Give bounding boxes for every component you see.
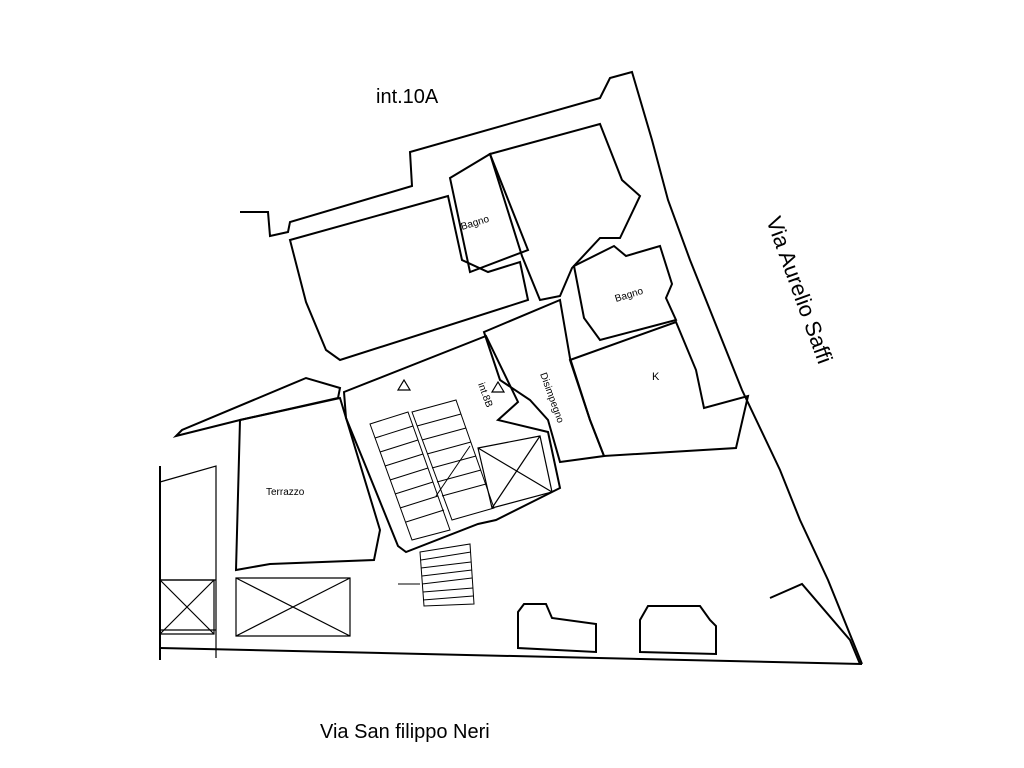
terrace-area [234, 396, 382, 572]
label-int-10a: int.10A [376, 86, 439, 108]
front-bays [517, 582, 861, 665]
label-terrazzo: Terrazzo [266, 487, 305, 498]
terrace [234, 396, 382, 572]
upper-rooms [288, 122, 750, 464]
void-left [235, 577, 351, 637]
disimpegno-room [482, 298, 606, 464]
label-bagno-upper: Bagno [460, 214, 491, 233]
label-disimpegno: Disimpegno [537, 371, 566, 425]
terrace-wall [172, 376, 342, 438]
stair-flight-left [369, 411, 451, 541]
left-block [159, 465, 217, 658]
triangle-marker-b [490, 380, 506, 393]
outer-wall [240, 70, 863, 665]
room-upper-left [288, 194, 530, 362]
annotation-marks [396, 378, 506, 393]
triangle-marker-a [396, 378, 412, 391]
label-via-aurelio-saffi: Via Aurelio Saffi [761, 213, 837, 367]
outer-wall-bottom [159, 647, 863, 665]
bagno-lower-room [572, 244, 678, 342]
void-small [159, 579, 215, 635]
lower-block [159, 577, 861, 665]
stair-flight-right [411, 399, 495, 521]
room-upper-right [488, 122, 642, 302]
label-bagno-lower: Bagno [614, 286, 645, 305]
bagno-upper-room [448, 152, 530, 274]
stair-shaft [342, 334, 562, 554]
stair-lower [398, 543, 475, 607]
label-via-san-filippo-neri: Via San filippo Neri [320, 721, 490, 743]
stair-core [342, 334, 562, 607]
building-outline [159, 70, 863, 665]
label-kitchen: K [652, 371, 660, 383]
elevator-shaft [477, 435, 553, 509]
label-int-8b: int.8B [475, 381, 494, 409]
room-labels: int.10A Via Aurelio Saffi Via San filipp… [266, 86, 838, 743]
